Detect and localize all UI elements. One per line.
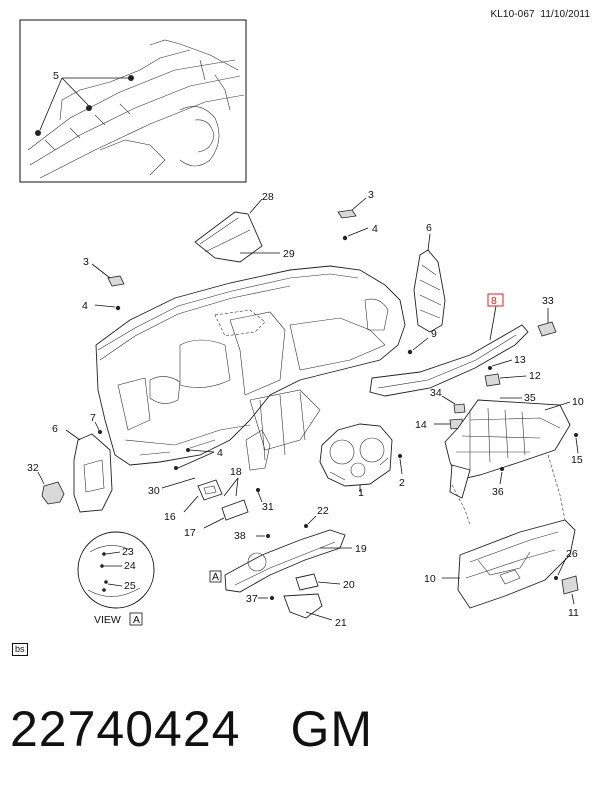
- callout-25: 25: [124, 580, 136, 592]
- callout-7: 7: [90, 412, 96, 424]
- instrument-panel-assembly: [95, 265, 406, 466]
- callout-17: 17: [184, 527, 196, 539]
- exploded-parts-diagram: 5 28 29 3 4 3: [19, 19, 584, 629]
- bs-badge: bs: [12, 643, 28, 656]
- callout-9: 9: [431, 328, 437, 340]
- callout-13: 13: [514, 354, 526, 366]
- part-4-middle-fasteners: 4: [174, 447, 223, 470]
- view-letter: A: [133, 614, 140, 626]
- callout-4-middle: 4: [217, 447, 223, 459]
- callout-5: 5: [53, 70, 59, 82]
- part-7-left-bracket: 7: [90, 412, 102, 434]
- view-marker-a: A: [212, 571, 219, 583]
- clip-3-4-left: 3 4: [82, 256, 125, 312]
- diagram-header: KL10-067 11/10/2011: [440, 9, 590, 20]
- callout-26: 26: [566, 548, 578, 560]
- parts-11-26-hinge: 26 11: [554, 548, 579, 619]
- callout-10-upper: 10: [572, 396, 584, 408]
- callout-29: 29: [283, 248, 295, 260]
- callout-33: 33: [542, 295, 554, 307]
- view-label: VIEW: [94, 614, 121, 626]
- part-9-clip: 9: [407, 328, 437, 355]
- callout-36: 36: [492, 486, 504, 498]
- brand-name: GM: [290, 701, 374, 757]
- callout-30: 30: [148, 485, 160, 497]
- callout-31: 31: [262, 501, 274, 513]
- part-19-lower-trim: 22 38 19 A: [209, 505, 367, 593]
- part-1-instrument-cluster: 1 2: [319, 423, 405, 499]
- callout-16: 16: [164, 511, 176, 523]
- callout-22: 22: [317, 505, 329, 517]
- parts-12-13-latch: 13 12: [484, 354, 541, 387]
- view-a-detail: 23 24 25 VIEW A: [77, 531, 155, 626]
- callout-18: 18: [230, 466, 242, 478]
- callout-32: 32: [27, 462, 39, 474]
- callout-15: 15: [571, 454, 583, 466]
- callout-2: 2: [399, 477, 405, 489]
- part-31-bracket: 31: [245, 429, 274, 513]
- part-10-glove-box-housing: 10 15 36: [444, 396, 584, 499]
- part-6-left-side-panel: 6: [52, 423, 113, 513]
- callout-24: 24: [124, 560, 136, 572]
- callout-38: 38: [234, 530, 246, 542]
- diagram-code: KL10-067: [490, 9, 535, 20]
- callout-21: 21: [335, 617, 347, 629]
- highlight-box-8: [487, 293, 504, 307]
- callout-34: 34: [430, 387, 442, 399]
- part-6-right-side-panel: 6: [413, 222, 446, 333]
- callout-1: 1: [358, 487, 364, 499]
- callout-6-left: 6: [52, 423, 58, 435]
- callout-14: 14: [415, 419, 427, 431]
- parts-20-21-37-pocket: 20 21 37: [246, 573, 355, 629]
- callout-35: 35: [524, 392, 536, 404]
- part-33-clip: 33: [537, 295, 557, 337]
- clip-3-4-top: 3 4: [337, 189, 378, 241]
- part-8-trim-strip: 8: [369, 293, 529, 397]
- projection-lines: [451, 454, 566, 526]
- diagram-date: 11/10/2011: [540, 9, 590, 20]
- callout-20: 20: [343, 579, 355, 591]
- callout-23: 23: [122, 546, 134, 558]
- part-28-cover: 28 29: [194, 191, 295, 263]
- callout-4-top: 4: [372, 223, 378, 235]
- part-number: 22740424: [10, 701, 241, 757]
- callout-19: 19: [355, 543, 367, 555]
- part-30-fastener: 30: [148, 477, 196, 497]
- callout-3-left: 3: [83, 256, 89, 268]
- parts-16-17-18-switches: 16 17 18: [164, 466, 249, 539]
- callout-37: 37: [246, 593, 258, 605]
- callout-6-right: 6: [426, 222, 432, 234]
- part-number-caption: 22740424 GM: [10, 700, 373, 758]
- callout-12: 12: [529, 370, 541, 382]
- callout-3-top: 3: [368, 189, 374, 201]
- callout-28: 28: [262, 191, 274, 203]
- part-10-glove-box-door: 10: [424, 519, 576, 609]
- callout-8: 8: [491, 295, 497, 307]
- callout-4-left: 4: [82, 300, 88, 312]
- inset-detail: 5: [19, 19, 247, 183]
- callout-10-lower: 10: [424, 573, 436, 585]
- part-32-knob: 32: [27, 462, 65, 505]
- callout-11: 11: [568, 607, 579, 619]
